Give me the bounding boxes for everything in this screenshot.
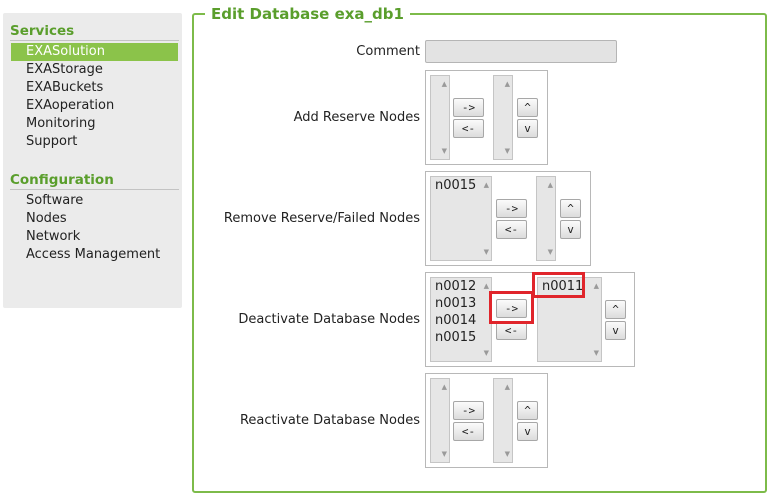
- reactivate-available-list[interactable]: ▲ ▼: [430, 378, 450, 463]
- list-option[interactable]: n0014: [435, 313, 477, 328]
- scroll-up-arrow-icon[interactable]: ▲: [593, 282, 599, 290]
- add-reserve-label: Add Reserve Nodes: [293, 110, 420, 125]
- sidebar-item-exasolution[interactable]: EXASolution: [11, 43, 178, 61]
- deactivate-selected-list[interactable]: ▲ ▼ n0011: [537, 277, 602, 362]
- scroll-up-arrow-icon[interactable]: ▲: [483, 181, 489, 189]
- scroll-down-arrow-icon[interactable]: ▼: [483, 248, 489, 256]
- reactivate-group: ▲ ▼ -> <- ▲ ▼ ^ v: [425, 373, 548, 468]
- deactivate-move-left-button[interactable]: <-: [496, 321, 527, 340]
- remove-reserve-group: ▲ ▼ n0015 -> <- ▲ ▼ ^ v: [425, 171, 591, 266]
- deactivate-label: Deactivate Database Nodes: [238, 312, 420, 327]
- add-reserve-available-list[interactable]: ▲ ▼: [430, 75, 450, 160]
- add-reserve-move-left-button[interactable]: <-: [453, 119, 484, 138]
- scroll-up-arrow-icon[interactable]: ▲: [504, 383, 510, 391]
- scroll-up-arrow-icon[interactable]: ▲: [547, 181, 553, 189]
- deactivate-down-button[interactable]: v: [605, 321, 626, 340]
- deactivate-group: ▲ ▼ n0012 n0013 n0014 n0015 -> <- ▲ ▼ n0011…: [425, 272, 635, 367]
- comment-input[interactable]: [425, 40, 617, 63]
- list-option[interactable]: n0013: [435, 296, 477, 311]
- list-option[interactable]: n0011: [542, 279, 584, 294]
- sidebar-item-monitoring[interactable]: Monitoring: [26, 116, 96, 131]
- configuration-heading: Configuration: [10, 172, 179, 190]
- sidebar: Services EXASolution EXAStorage EXABucke…: [3, 13, 182, 308]
- comment-label: Comment: [356, 44, 420, 59]
- scroll-down-arrow-icon[interactable]: ▼: [441, 450, 447, 458]
- add-reserve-selected-list[interactable]: ▲ ▼: [493, 75, 513, 160]
- scroll-up-arrow-icon[interactable]: ▲: [504, 80, 510, 88]
- list-option[interactable]: n0015: [435, 178, 477, 193]
- services-heading: Services: [10, 23, 179, 41]
- add-reserve-move-right-button[interactable]: ->: [453, 98, 484, 117]
- deactivate-move-right-button[interactable]: ->: [496, 299, 527, 318]
- scroll-down-arrow-icon[interactable]: ▼: [483, 349, 489, 357]
- scroll-up-arrow-icon[interactable]: ▲: [483, 282, 489, 290]
- add-reserve-group: ▲ ▼ -> <- ▲ ▼ ^ v: [425, 70, 548, 165]
- remove-reserve-selected-list[interactable]: ▲ ▼: [536, 176, 556, 261]
- remove-reserve-label: Remove Reserve/Failed Nodes: [223, 211, 420, 226]
- remove-reserve-up-button[interactable]: ^: [560, 199, 581, 218]
- list-option[interactable]: n0012: [435, 279, 477, 294]
- sidebar-item-exastorage[interactable]: EXAStorage: [26, 62, 103, 77]
- scroll-up-arrow-icon[interactable]: ▲: [441, 383, 447, 391]
- sidebar-item-support[interactable]: Support: [26, 134, 78, 149]
- add-reserve-down-button[interactable]: v: [517, 119, 538, 138]
- scroll-down-arrow-icon[interactable]: ▼: [504, 147, 510, 155]
- scroll-down-arrow-icon[interactable]: ▼: [547, 248, 553, 256]
- remove-reserve-down-button[interactable]: v: [560, 220, 581, 239]
- list-option[interactable]: n0015: [435, 330, 477, 345]
- deactivate-available-list[interactable]: ▲ ▼ n0012 n0013 n0014 n0015: [430, 277, 492, 362]
- remove-reserve-move-left-button[interactable]: <-: [496, 220, 527, 239]
- sidebar-item-nodes[interactable]: Nodes: [26, 211, 67, 226]
- sidebar-item-exaoperation[interactable]: EXAoperation: [26, 98, 115, 113]
- form-title: Edit Database exa_db1: [205, 4, 410, 24]
- reactivate-move-right-button[interactable]: ->: [453, 401, 484, 420]
- reactivate-label: Reactivate Database Nodes: [239, 413, 420, 428]
- reactivate-up-button[interactable]: ^: [517, 401, 538, 420]
- deactivate-up-button[interactable]: ^: [605, 300, 626, 319]
- reactivate-move-left-button[interactable]: <-: [453, 422, 484, 441]
- scroll-down-arrow-icon[interactable]: ▼: [593, 349, 599, 357]
- sidebar-item-exabuckets[interactable]: EXABuckets: [26, 80, 104, 95]
- sidebar-item-software[interactable]: Software: [26, 193, 84, 208]
- sidebar-item-network[interactable]: Network: [26, 229, 81, 244]
- scroll-up-arrow-icon[interactable]: ▲: [441, 80, 447, 88]
- remove-reserve-available-list[interactable]: ▲ ▼ n0015: [430, 176, 492, 261]
- scroll-down-arrow-icon[interactable]: ▼: [504, 450, 510, 458]
- add-reserve-up-button[interactable]: ^: [517, 98, 538, 117]
- scroll-down-arrow-icon[interactable]: ▼: [441, 147, 447, 155]
- remove-reserve-move-right-button[interactable]: ->: [496, 199, 527, 218]
- reactivate-selected-list[interactable]: ▲ ▼: [493, 378, 513, 463]
- reactivate-down-button[interactable]: v: [517, 422, 538, 441]
- sidebar-item-access-management[interactable]: Access Management: [26, 247, 161, 262]
